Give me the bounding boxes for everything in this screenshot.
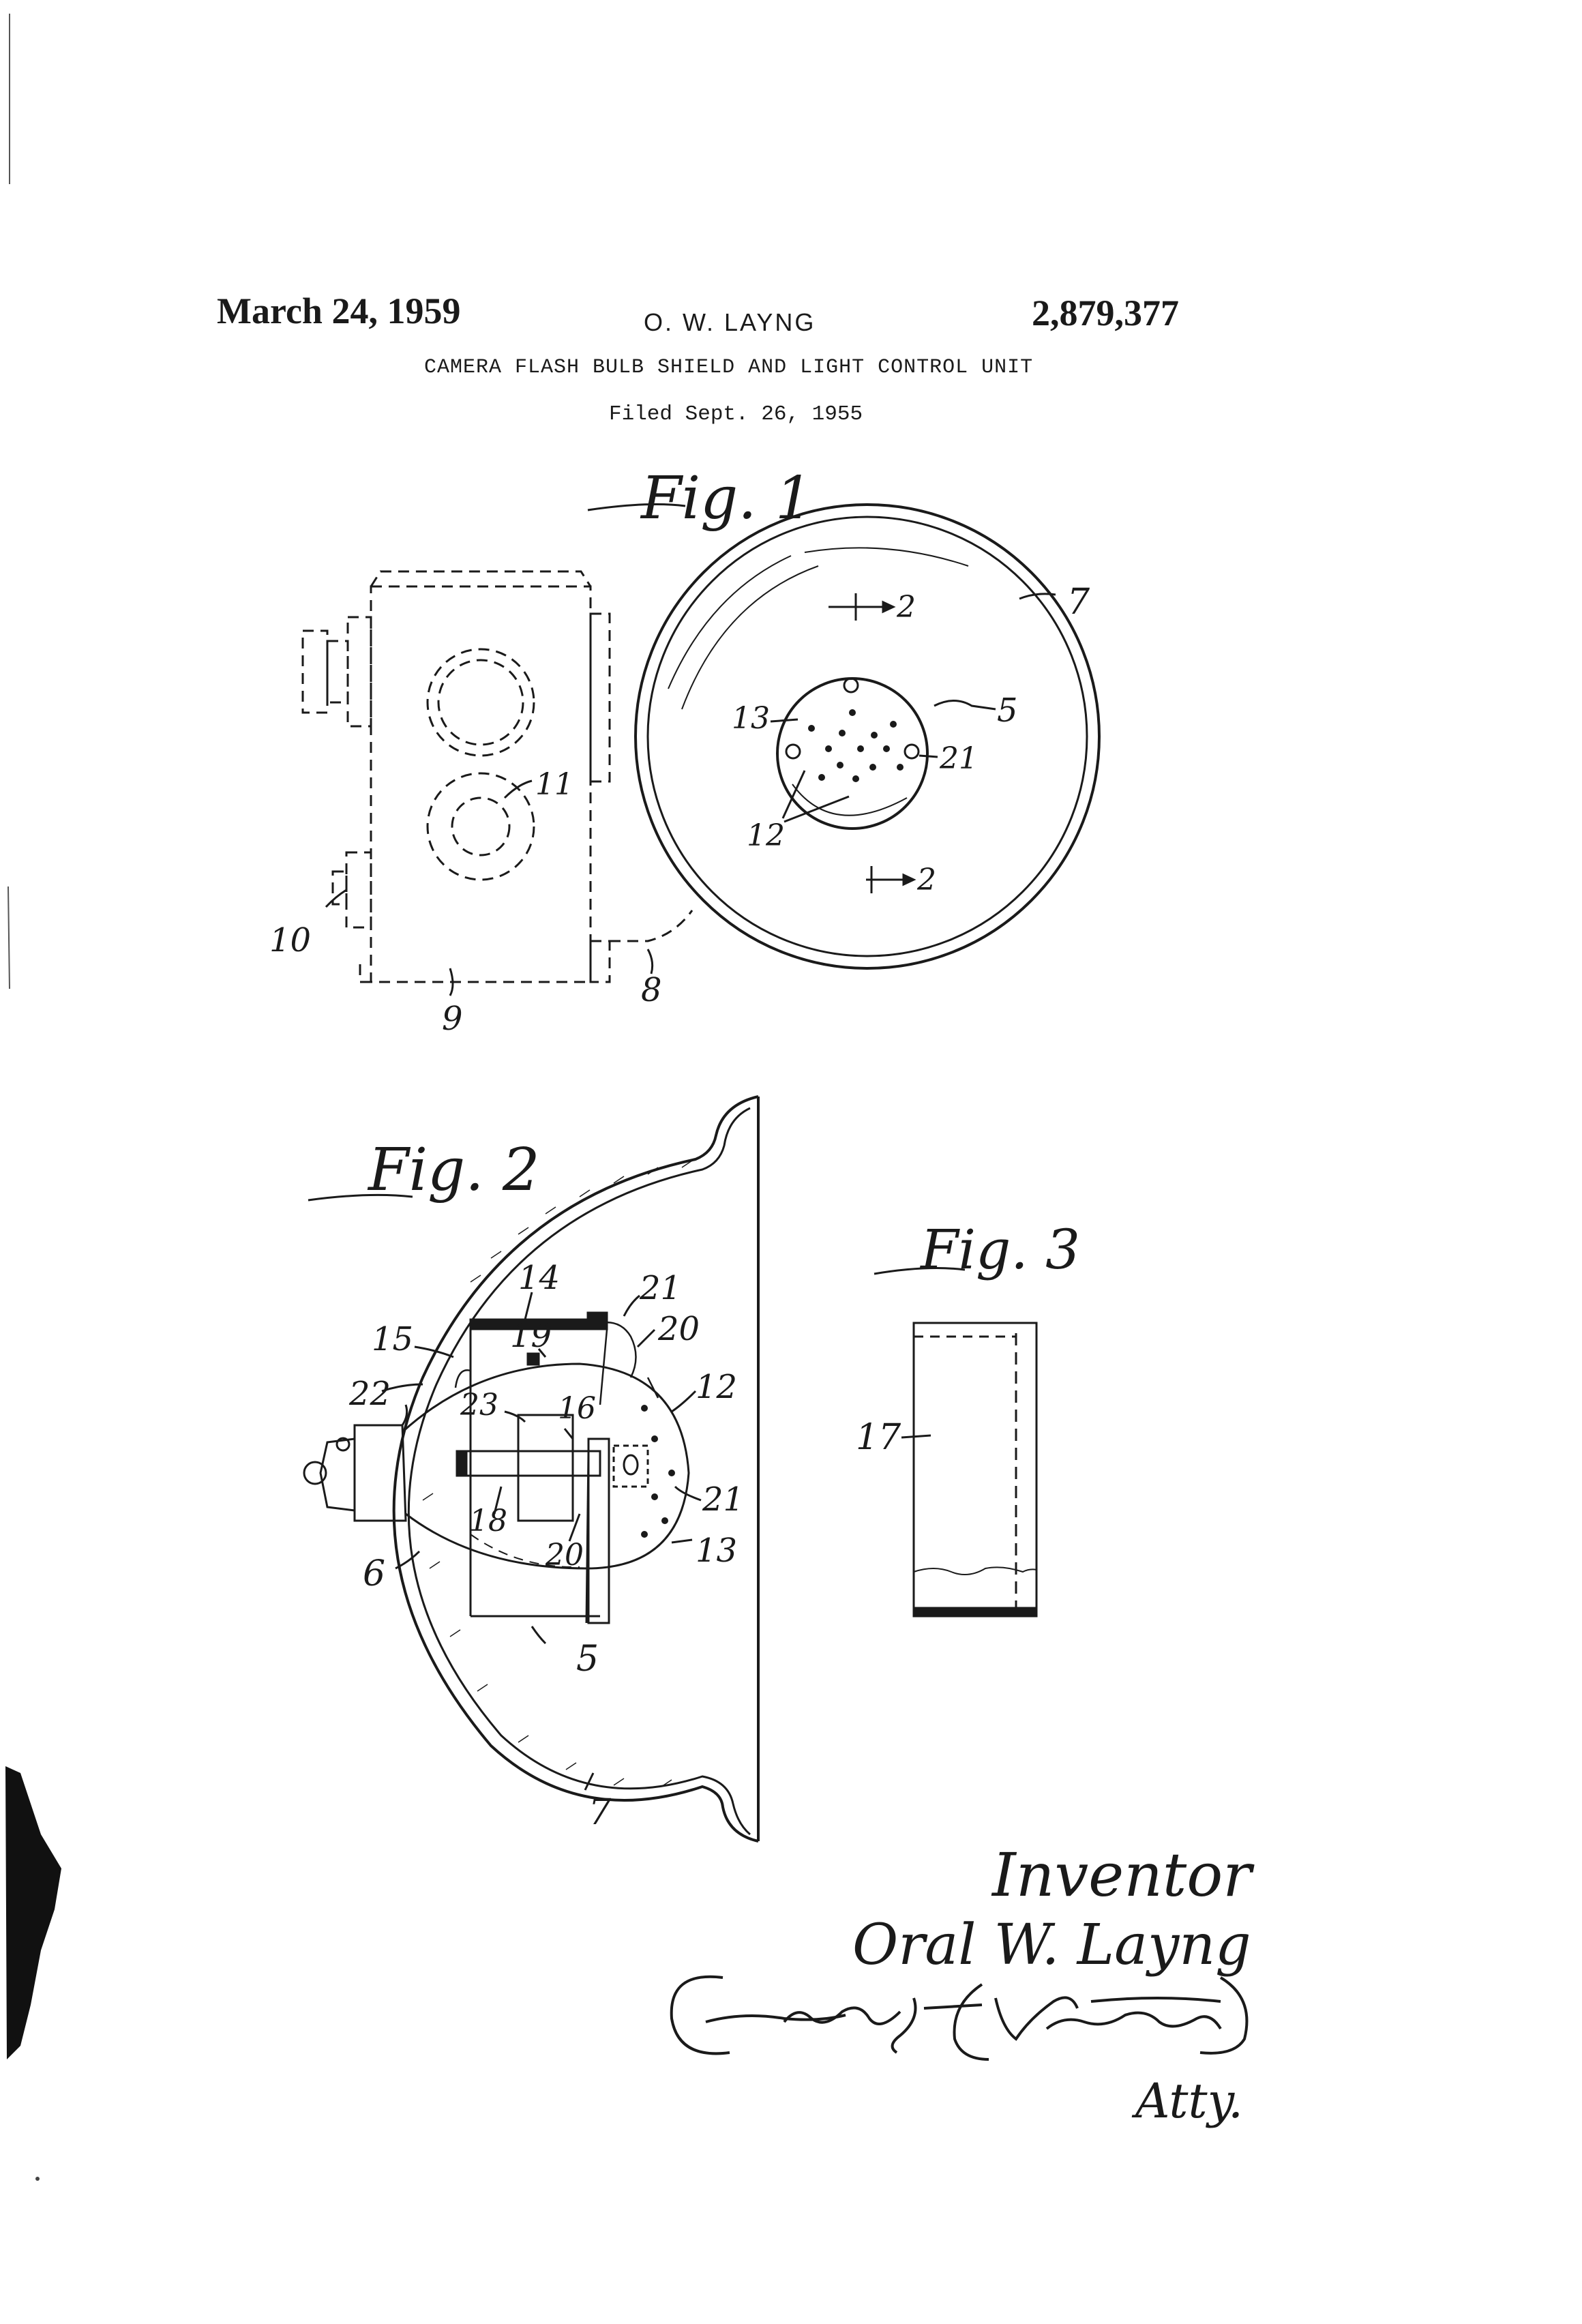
ref-5: 5 — [576, 1639, 599, 1680]
fig3-label-underline — [874, 1267, 966, 1275]
fig2-label-underline — [308, 1193, 413, 1202]
inventor-header: O. W. LAYNG — [644, 308, 816, 336]
ref-20-upper: 20 — [657, 1310, 700, 1348]
fig3-label: Fig. 3 — [919, 1218, 1080, 1281]
attorney-label: Atty. — [1131, 2073, 1243, 2129]
reflector-front-view — [634, 503, 1101, 970]
disc-large-holes — [785, 677, 920, 760]
figure-1: Fig. 1 — [269, 464, 1101, 1038]
stray-mark — [35, 2177, 40, 2181]
ref-7: 7 — [588, 1792, 612, 1833]
ref-22: 22 — [348, 1375, 391, 1413]
ref-20-lower: 20 — [545, 1538, 584, 1573]
patent-number: 2,879,377 — [1032, 293, 1179, 333]
ref-16: 16 — [558, 1391, 596, 1426]
camera-outline — [301, 570, 693, 983]
fig2-leaders — [381, 1292, 702, 1791]
ref-6: 6 — [363, 1553, 385, 1594]
ref-21-upper: 21 — [639, 1269, 681, 1307]
ref-23: 23 — [460, 1388, 498, 1422]
figure-3: Fig. 3 17 — [856, 1218, 1080, 1618]
figure-2: Fig. 2 — [303, 1095, 760, 1843]
ref-2-upper: 2 — [896, 590, 916, 625]
fig2-label: Fig. 2 — [367, 1136, 540, 1204]
ref-13: 13 — [696, 1532, 737, 1570]
scan-edge-marks — [8, 14, 10, 989]
filter-cylinder — [912, 1322, 1038, 1618]
ref-2-lower: 2 — [916, 863, 936, 897]
fig1-label: Fig. 1 — [640, 464, 813, 533]
scan-dark-blot — [5, 1766, 61, 2059]
fig2-vent-holes — [641, 1405, 675, 1538]
ref-7: 7 — [1067, 582, 1090, 623]
reflector-hatching — [422, 1160, 693, 1787]
ref-18: 18 — [469, 1504, 507, 1538]
ref-9: 9 — [442, 1000, 463, 1038]
bulb-glass-dashed — [470, 1534, 580, 1568]
ref-12: 12 — [696, 1368, 737, 1406]
fig1-leaders — [325, 593, 1056, 996]
patent-title: CAMERA FLASH BULB SHIELD AND LIGHT CONTR… — [424, 356, 1034, 379]
inventor-signature-name: Oral W. Layng — [852, 1913, 1251, 1978]
ref-8: 8 — [641, 971, 662, 1009]
reflector-section — [392, 1095, 760, 1843]
ref-21: 21 — [939, 741, 978, 776]
ref-19: 19 — [510, 1317, 552, 1355]
shield-wires — [454, 1321, 659, 1405]
ref-5: 5 — [997, 691, 1018, 730]
ref-21-lower: 21 — [702, 1480, 744, 1519]
bulb-glass — [401, 1362, 690, 1570]
ref-14: 14 — [518, 1259, 560, 1297]
section-markers — [829, 593, 916, 893]
bulb-base — [303, 1404, 408, 1522]
ref-17: 17 — [856, 1417, 901, 1458]
attorney-signature-scribble — [670, 1975, 1249, 2061]
patent-date: March 24, 1959 — [217, 290, 461, 331]
vent-holes — [808, 709, 904, 782]
ref-15: 15 — [372, 1320, 413, 1358]
ref-13: 13 — [732, 701, 770, 736]
ref-10: 10 — [269, 921, 311, 959]
filed-date: Filed Sept. 26, 1955 — [609, 402, 863, 426]
ref-11: 11 — [535, 767, 573, 802]
signature-block: Inventor Oral W. Layng Atty. — [670, 1840, 1255, 2129]
fig1-label-underline — [587, 503, 686, 511]
inventor-label: Inventor — [991, 1840, 1255, 1910]
ref-12: 12 — [747, 818, 785, 853]
shield-cylinder — [456, 1311, 649, 1624]
fig3-leader — [901, 1434, 931, 1439]
